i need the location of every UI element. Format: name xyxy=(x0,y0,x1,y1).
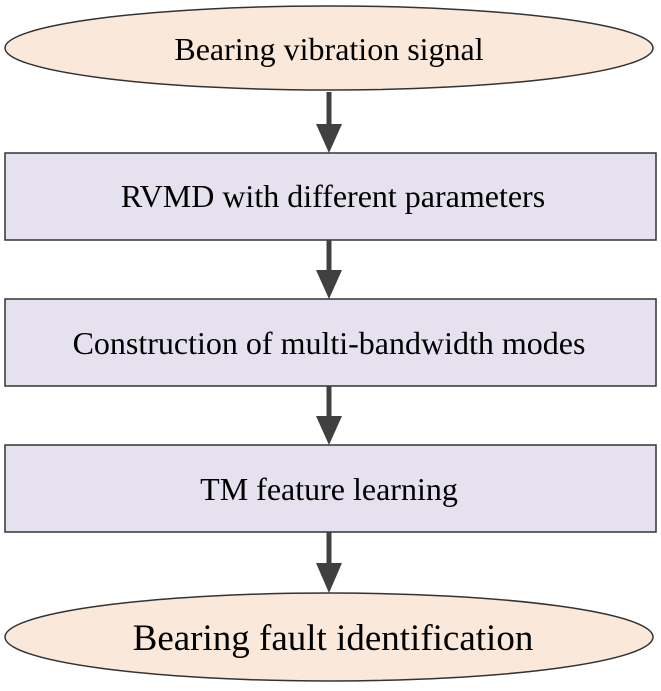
rvmd-box xyxy=(4,152,657,241)
node-tm-feature-learning: TM feature learning xyxy=(4,444,657,533)
rvmd-label: RVMD with different parameters xyxy=(121,178,545,214)
start-ellipse xyxy=(4,5,654,91)
node-bearing-fault-identification: Bearing fault identification xyxy=(4,592,654,682)
node-rvmd: RVMD with different parameters xyxy=(4,152,657,241)
node-bearing-vibration-signal: Bearing vibration signal xyxy=(4,5,654,91)
node-construction: Construction of multi-bandwidth modes xyxy=(4,298,657,387)
construction-label: Construction of multi-bandwidth modes xyxy=(73,325,586,361)
end-ellipse xyxy=(4,592,654,682)
arrow-head-icon xyxy=(316,563,342,593)
arrow-head-icon xyxy=(316,270,342,299)
arrow-head-icon xyxy=(316,124,342,153)
tm-label: TM feature learning xyxy=(200,471,458,507)
arrow-1 xyxy=(316,92,342,153)
arrow-3 xyxy=(316,386,342,445)
tm-box xyxy=(4,444,657,533)
end-label: Bearing fault identification xyxy=(133,618,534,659)
start-label: Bearing vibration signal xyxy=(174,31,483,67)
arrow-head-icon xyxy=(316,416,342,445)
arrow-4 xyxy=(316,532,342,593)
arrow-2 xyxy=(316,240,342,299)
